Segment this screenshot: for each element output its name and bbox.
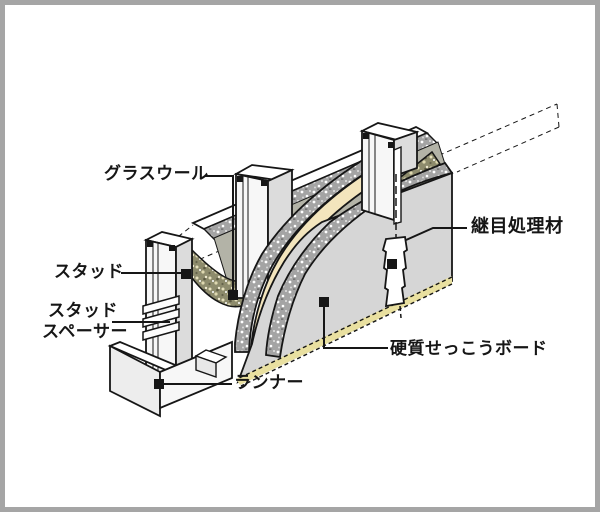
leader-hard-gypsum-board [323,306,388,349]
marker-stud [181,269,191,279]
label-stud-spacer: スタッド スペーサー [42,300,128,342]
leader-joint-treatment [405,227,467,241]
label-stud: スタッド [54,262,124,281]
leader-lines [112,175,467,385]
label-joint-treatment: 継目処理材 [471,216,564,236]
label-runner: ランナー [234,373,304,392]
joint-treatment [381,174,408,319]
label-stud-spacer-line1: スタッド [48,301,118,320]
stud-top [359,122,420,225]
wall-face [236,171,453,384]
marker-glass-wool [228,290,238,300]
runner [107,340,233,418]
label-hard-gypsum-board: 硬質せっこうボード [390,339,548,358]
label-stud-spacer-line2: スペーサー [42,322,128,341]
leader-markers [154,259,397,389]
label-glass-wool: グラスウール [104,164,209,183]
leader-glass-wool [205,175,234,292]
marker-runner [154,379,164,389]
marker-hard-gypsum-board [319,297,329,307]
joint-patch [381,236,408,308]
marker-joint-treatment [387,259,397,269]
